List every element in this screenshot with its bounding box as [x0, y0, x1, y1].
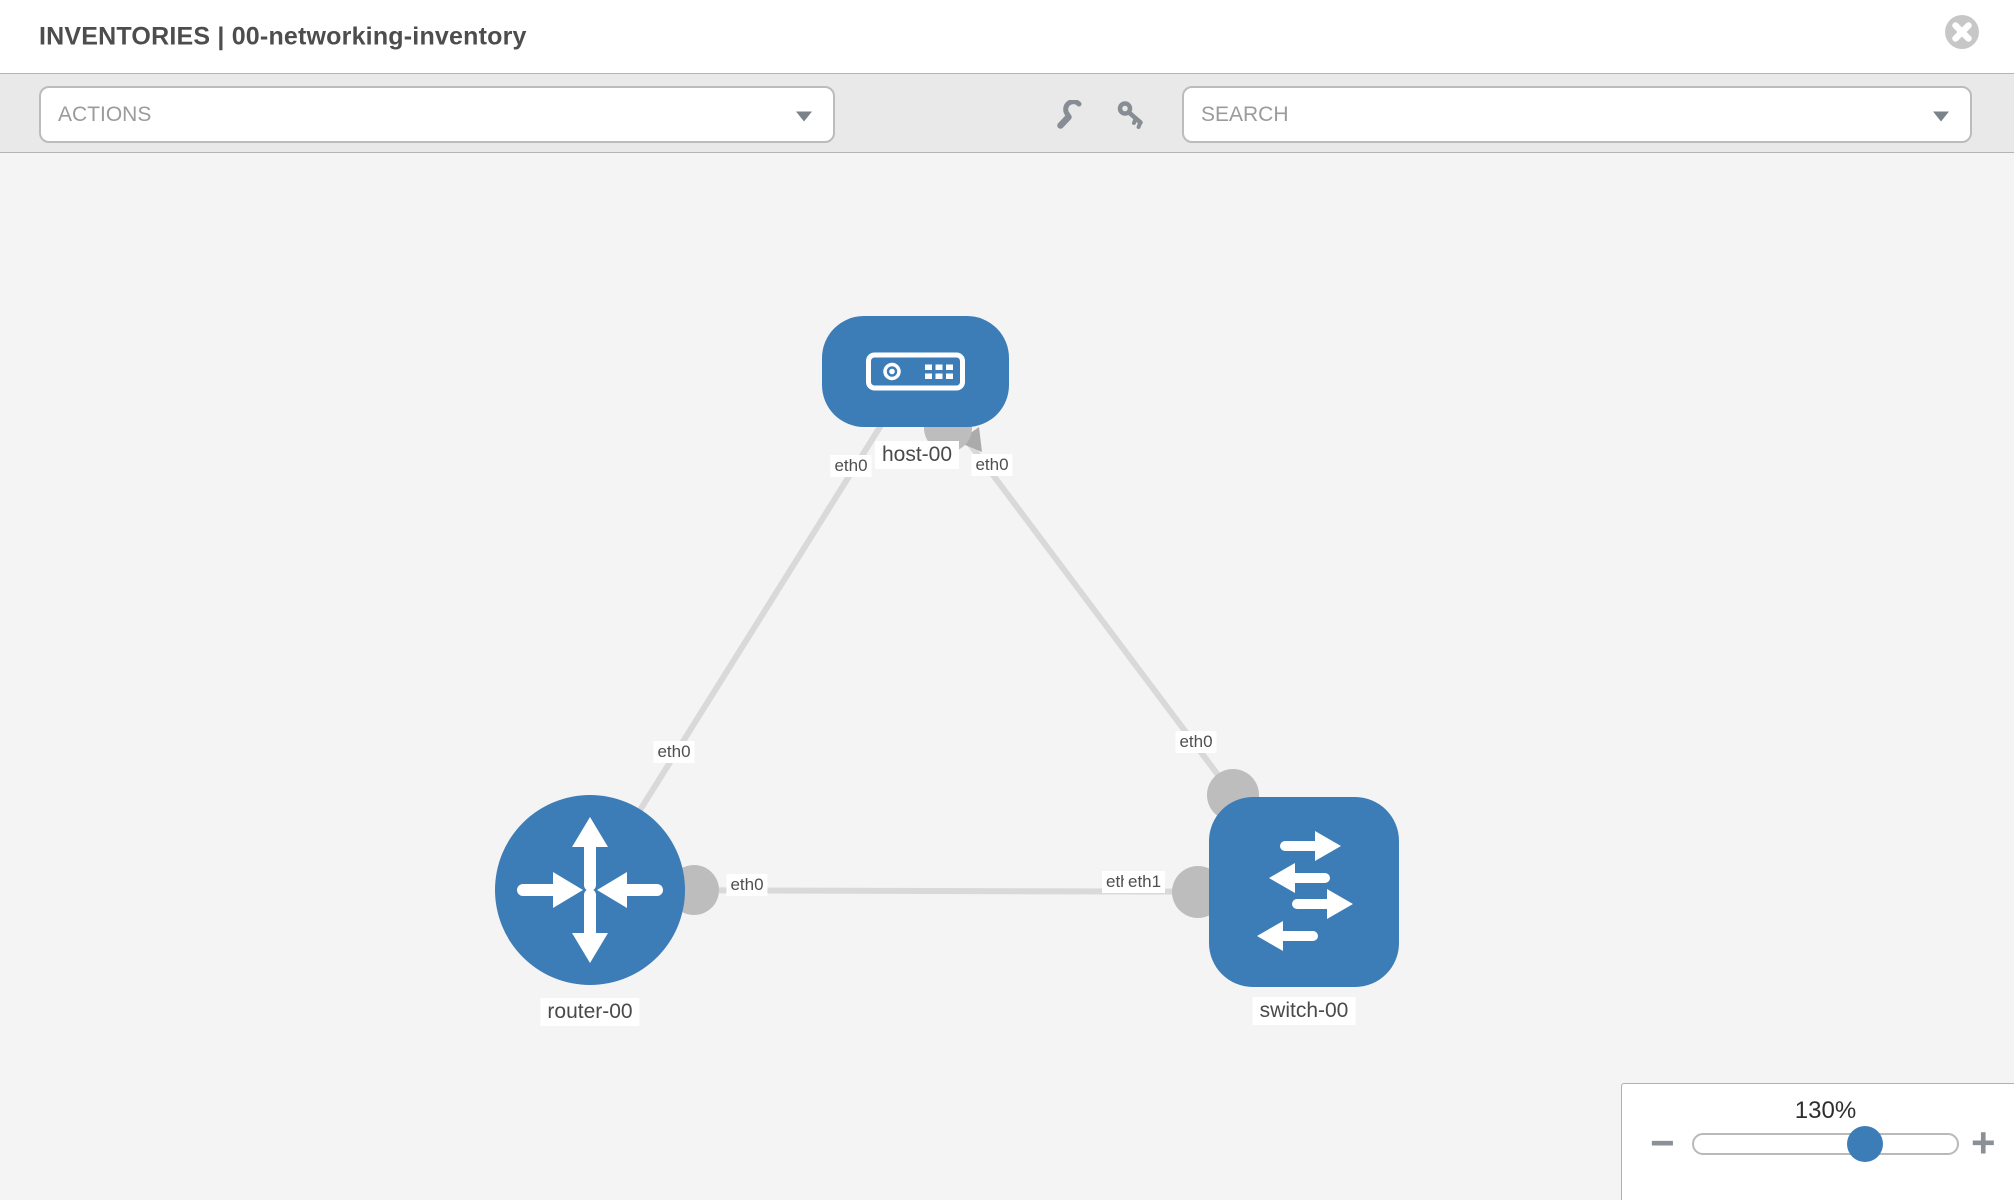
toolbar: ACTIONS SEARCH [0, 73, 2014, 153]
interface-label-router-eth0: eth0 [726, 874, 768, 896]
page-title: INVENTORIES | 00-networking-inventory [39, 22, 527, 50]
topology-canvas[interactable]: host-00 router-00 switch-00 eth0 eth0 et… [0, 153, 2014, 1200]
interface-label-host-eth0-left: eth0 [830, 455, 872, 477]
host-device-icon [866, 352, 965, 391]
wrench-icon[interactable] [1053, 100, 1083, 130]
node-label-switch: switch-00 [1252, 997, 1356, 1025]
key-icon[interactable] [1116, 100, 1146, 130]
search-placeholder: SEARCH [1201, 102, 1289, 126]
caret-down-icon [1933, 111, 1949, 121]
search-dropdown[interactable]: SEARCH [1182, 86, 1972, 143]
caret-down-icon [796, 111, 812, 121]
node-router-00[interactable] [495, 795, 685, 985]
router-arrows-icon [517, 817, 663, 963]
topology-links-layer [587, 369, 1304, 918]
node-switch-00[interactable] [1209, 797, 1399, 987]
actions-dropdown-label: ACTIONS [58, 102, 152, 126]
node-label-router: router-00 [540, 998, 640, 1026]
switch-arrows-icon [1257, 831, 1353, 951]
zoom-slider-track[interactable] [1692, 1133, 1959, 1155]
zoom-in-button[interactable]: + [1971, 1119, 1996, 1166]
close-icon[interactable] [1944, 14, 1980, 50]
header: INVENTORIES | 00-networking-inventory [0, 0, 2014, 73]
node-label-host: host-00 [874, 441, 960, 469]
zoom-level-value: 130% [1794, 1097, 1857, 1124]
interface-label-switch-eth1-front: eth1 [1124, 871, 1166, 893]
zoom-slider-thumb[interactable] [1847, 1126, 1883, 1162]
interface-label-host-eth0-right: eth0 [971, 454, 1013, 476]
link-arrow [958, 427, 982, 452]
node-host-00[interactable] [822, 316, 1009, 427]
interface-label-router-link-eth0: eth0 [653, 741, 695, 763]
interface-label-switch-eth0: eth0 [1175, 731, 1217, 753]
zoom-panel: 130% − + [1621, 1083, 2014, 1200]
actions-dropdown[interactable]: ACTIONS [39, 86, 835, 143]
zoom-out-button[interactable]: − [1650, 1119, 1675, 1166]
